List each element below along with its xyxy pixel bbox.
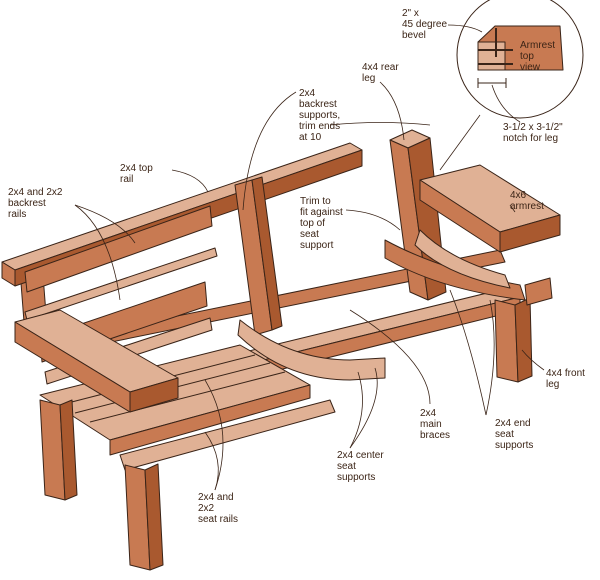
left-armrest [14,309,179,413]
label-notch: 3-1/2 x 3-1/2" notch for leg [503,122,563,144]
label-center-seat-supports: 2x4 center seat supports [337,450,384,483]
label-armrest-top-view: Armrest top view [520,40,555,73]
label-main-braces: 2x4 main braces [420,408,451,441]
label-armrest: 4x6 armrest [510,190,544,212]
left-front-legs [39,399,164,571]
label-backrest-supports: 2x4 backrest supports, trim ends at 10 [299,88,341,143]
label-bevel: 2" x 45 degree bevel [402,8,448,41]
label-backrest-rails: 2x4 and 2x2 backrest rails [8,187,63,220]
seat-supports [237,229,526,381]
right-front-leg [494,277,553,383]
label-rear-leg: 4x4 rear leg [362,62,399,84]
right-armrest [419,164,561,253]
label-seat-rails: 2x4 and 2x2 seat rails [198,492,239,525]
leader-lines [74,24,545,491]
label-front-leg: 4x4 front leg [546,368,585,390]
label-top-rail: 2x4 top rail [120,163,153,185]
armrest-top-view-inset [456,0,584,119]
label-trim-fit: Trim to fit against top of seat support [300,196,343,251]
label-end-seat-supports: 2x4 end seat supports [495,418,534,451]
